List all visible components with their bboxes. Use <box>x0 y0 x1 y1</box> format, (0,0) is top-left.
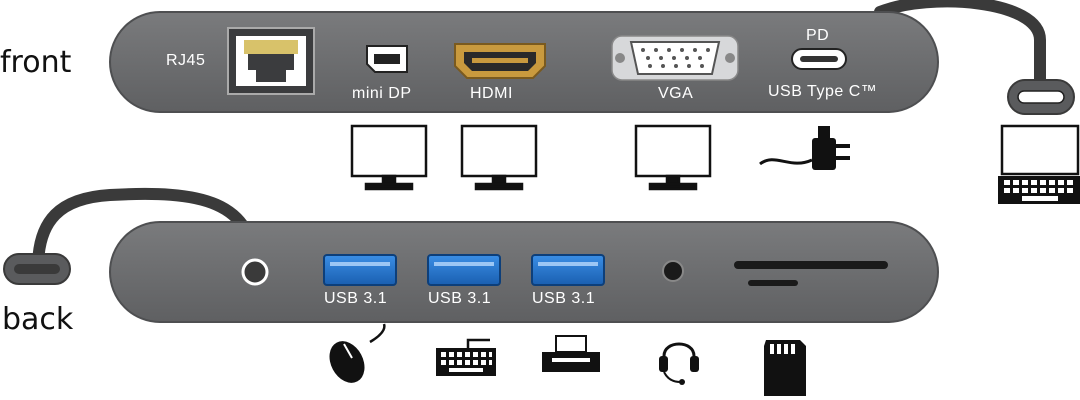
usb-c-plug-icon <box>3 253 71 285</box>
usb-port-3-label: USB 3.1 <box>532 290 596 307</box>
usb-a-port-icon <box>531 254 605 286</box>
usb-a-port-icon <box>427 254 501 286</box>
usb-c-port-icon <box>791 48 847 70</box>
mini-dp-port-icon <box>366 45 408 73</box>
audio-jack-icon <box>662 260 684 282</box>
cable-exit-icon <box>241 258 269 286</box>
mini-dp-label: mini DP <box>352 85 412 102</box>
back-hub <box>3 187 939 323</box>
front-hub <box>109 0 1075 115</box>
laptop-icon <box>998 124 1080 204</box>
monitor-icon <box>634 124 712 191</box>
monitor-icon <box>350 124 428 191</box>
rj45-label: RJ45 <box>166 52 206 69</box>
back-side-label: back <box>2 302 74 337</box>
pd-label: PD <box>806 27 830 44</box>
monitor-icon <box>460 124 538 191</box>
usb-c-plug-icon <box>1007 79 1075 115</box>
back-hub-body <box>109 221 939 323</box>
hdmi-port-icon <box>454 43 546 79</box>
power-adapter-icon <box>759 126 850 170</box>
rj45-port-icon <box>227 27 315 95</box>
headset-icon <box>659 342 699 385</box>
sd-card-icon <box>764 340 806 396</box>
usb-port-2-label: USB 3.1 <box>428 290 492 307</box>
usb-a-port-icon <box>323 254 397 286</box>
card-reader-slot-icon <box>734 261 888 286</box>
hdmi-label: HDMI <box>470 85 513 102</box>
front-side-label: front <box>0 45 72 80</box>
front-cable <box>874 0 1046 91</box>
vga-label: VGA <box>658 85 694 102</box>
mouse-icon <box>329 323 386 383</box>
usb-port-1-label: USB 3.1 <box>324 290 388 307</box>
vga-port-icon <box>611 35 739 81</box>
usb-type-c-label: USB Type C™ <box>768 83 878 100</box>
keyboard-icon <box>436 338 496 376</box>
printer-icon <box>542 335 600 372</box>
